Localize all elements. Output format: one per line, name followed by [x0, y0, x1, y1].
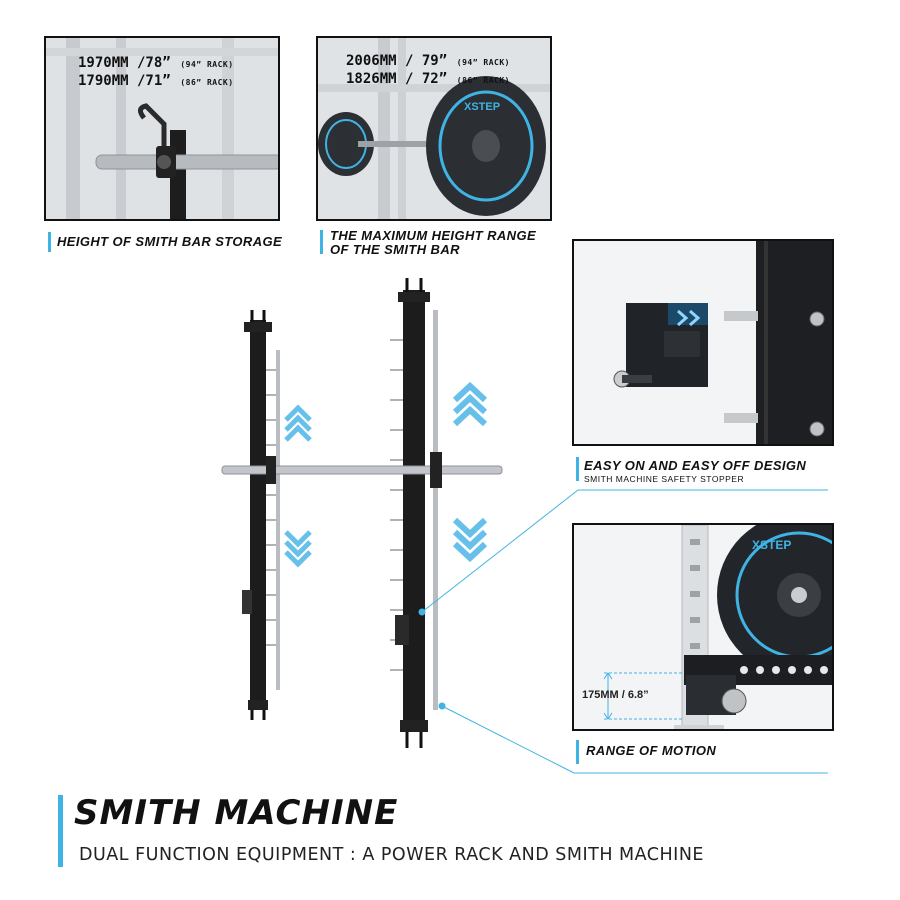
motion-photo-illustration: XSTEP — [574, 525, 832, 729]
height-caption-line1: THE MAXIMUM HEIGHT RANGE — [330, 228, 537, 243]
storage-spec-2-main: 1790MM /71” — [78, 73, 171, 89]
stopper-photo-illustration — [574, 241, 832, 444]
stopper-subcaption: SMITH MACHINE SAFETY STOPPER — [584, 474, 745, 484]
storage-spec-1-main: 1970MM /78” — [78, 55, 171, 71]
motion-dimension-label: 175MM / 6.8” — [582, 689, 649, 701]
title-accent-bar — [58, 795, 63, 867]
height-spec-1-note: (94” RACK) — [456, 58, 510, 67]
storage-spec-1-note: (94” RACK) — [180, 60, 234, 69]
storage-spec-line2: 1790MM /71” (86” RACK) — [78, 70, 234, 89]
smith-rack-illustration — [221, 278, 503, 748]
height-photo-panel: XSTEP 2006MM / 79” (94” RACK) 1826MM / 7… — [316, 36, 552, 221]
storage-spec-line1: 1970MM /78” (94” RACK) — [78, 52, 234, 71]
height-photo-illustration: XSTEP — [318, 38, 550, 219]
storage-caption: HEIGHT OF SMITH BAR STORAGE — [57, 234, 283, 249]
height-spec-2-main: 1826MM / 72” — [346, 71, 448, 87]
height-spec-1-main: 2006MM / 79” — [346, 53, 448, 69]
motion-caption-accent — [576, 740, 579, 764]
height-spec-line2: 1826MM / 72” (86” RACK) — [346, 68, 510, 87]
stopper-caption-accent — [576, 457, 579, 481]
height-caption-line2: OF THE SMITH BAR — [330, 242, 460, 257]
motion-plate-brand: XSTEP — [752, 538, 791, 552]
product-title: SMITH MACHINE — [74, 793, 399, 833]
storage-caption-accent — [48, 232, 51, 252]
height-spec-2-note: (86” RACK) — [456, 76, 510, 85]
height-plate-brand: XSTEP — [464, 101, 500, 113]
storage-spec-2-note: (86” RACK) — [180, 78, 234, 87]
stopper-caption: EASY ON AND EASY OFF DESIGN — [584, 458, 807, 473]
stopper-photo-panel — [572, 239, 834, 446]
height-caption-accent — [320, 230, 323, 254]
storage-photo-panel: 1970MM /78” (94” RACK) 1790MM /71” (86” … — [44, 36, 280, 221]
product-subtitle: DUAL FUNCTION EQUIPMENT : A POWER RACK A… — [79, 845, 704, 865]
motion-caption: RANGE OF MOTION — [586, 743, 717, 758]
storage-photo-illustration — [46, 38, 278, 219]
height-spec-line1: 2006MM / 79” (94” RACK) — [346, 50, 510, 69]
motion-photo-panel: XSTEP 175MM / 6.8” — [572, 523, 834, 731]
